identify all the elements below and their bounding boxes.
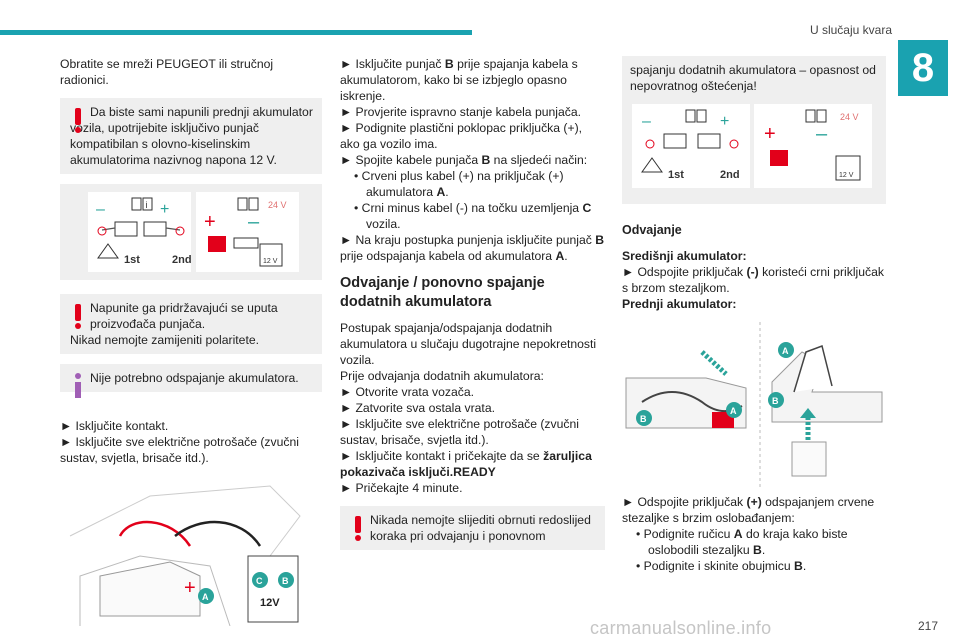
charger-voltage: 12V [260, 597, 280, 609]
minus-sign-teal-2: – [816, 123, 828, 145]
label-c-circle [252, 572, 268, 588]
voltage-24-label-2: 24 V [840, 112, 859, 122]
warning-box-order: Nikada nemojte slijediti obrnuti redosli… [340, 506, 605, 550]
book-info-icon-4 [805, 109, 827, 123]
voltage-24-label: 24 V [268, 200, 287, 210]
first-label: 1st [124, 254, 140, 266]
warning-text-instructions: Napunite ga pridržavajući se uputa proiz… [90, 301, 278, 331]
warning-text-order: Nikada nemojte slijediti obrnuti redosli… [370, 513, 591, 543]
second-label: 2nd [172, 254, 192, 266]
page-number: 217 [917, 619, 938, 633]
step-open-driver-door: ► Otvorite vrata vozača. [340, 385, 474, 399]
warning-text-polarity: Nikad nemojte zamijeniti polaritete. [70, 333, 259, 347]
plus-sign-red-2: + [764, 123, 776, 145]
para-before-disconnect: Prije odvajanja dodatnih akumulatora: [340, 369, 544, 383]
charger-diagram-svg-2: – + 1st 2nd 24 V + – 12 V [632, 104, 872, 188]
step-consumers-off: ► Isključite sve električne potrošače (z… [60, 435, 299, 465]
warning-exclamation-icon [75, 108, 81, 133]
step-end-charging: ► Na kraju postupka punjenja isključite … [340, 233, 605, 263]
info-text: Nije potrebno odspajanje akumulatora. [90, 371, 299, 385]
chapter-number-badge: 8 [898, 40, 948, 96]
step-consumers-off-2: ► Isključite sve električne potrošače (z… [340, 417, 579, 447]
label-front-battery: Prednji akumulator: [622, 297, 737, 311]
para-aux-procedure: Postupak spajanja/odspajanja dodatnih ak… [340, 321, 597, 367]
second-label-2: 2nd [720, 169, 740, 181]
book-info-icon-3 [685, 109, 707, 123]
figure-charger-diagram-2: – + 1st 2nd 24 V + – 12 V [630, 100, 878, 196]
label-b: B [282, 576, 289, 586]
warning-text-continued: spajanju dodatnih akumulatora – opasnost… [630, 63, 876, 93]
substep-black-cable: • Crni minus kabel (-) na točku uzemljen… [354, 201, 592, 231]
red-clamp-icon [208, 236, 226, 252]
header-accent-bar [0, 30, 472, 35]
warning-text-charger: Da biste sami napunili prednji akumulato… [70, 105, 313, 167]
watermark: carmanualsonline.info [590, 618, 772, 638]
charger-box [247, 555, 299, 623]
warning-exclamation-icon [75, 304, 81, 329]
minus-sign: – [96, 201, 105, 218]
clamp-label-a: A [730, 406, 737, 416]
red-clamp-quick [712, 412, 734, 428]
plus-sign-photo: + [184, 577, 196, 599]
clamp-illustration-svg: B A A B [622, 322, 886, 488]
plus-sign-red: + [204, 211, 216, 233]
step-ignition-off: ► Isključite kontakt. [60, 419, 169, 433]
clamp-label-b-2: B [772, 396, 779, 406]
step-front-disconnect: ► Odspojite priključak (+) odspajanjem c… [622, 495, 875, 525]
clamp-label-a-2: A [782, 346, 789, 356]
column-middle: ► Isključite punjač B prije spajanja kab… [340, 56, 605, 560]
section-heading-aux-batteries: Odvajanje / ponovno spajanje dodatnih ak… [340, 275, 545, 310]
label-central-battery: Središnji akumulator: [622, 249, 747, 263]
red-clamp-icon-2 [770, 150, 788, 166]
plus-sign-3: + [720, 113, 729, 130]
warning-exclamation-icon [355, 516, 361, 541]
label-b-circle [278, 572, 294, 588]
info-icon [75, 373, 81, 398]
figure-charger-diagram: i – + 1st 2nd 24 V + – 12 V [60, 184, 322, 280]
voltage-12-label: 12 V [263, 258, 278, 265]
first-label-2: 1st [668, 169, 684, 181]
plus-sign: + [160, 201, 169, 218]
warning-box-continued: spajanju dodatnih akumulatora – opasnost… [622, 56, 886, 204]
intro-text: Obratite se mreži PEUGEOT ili stručnoj r… [60, 57, 274, 87]
step-close-doors: ► Zatvorite sva ostala vrata. [340, 401, 495, 415]
column-right: spajanju dodatnih akumulatora – opasnost… [622, 56, 886, 574]
book-info-icon: i [131, 197, 153, 211]
book-info-icon-2 [237, 197, 259, 211]
step-central-disconnect: ► Odspojite priključak (-) koristeći crn… [622, 265, 884, 295]
section-heading-disconnect: Odvajanje [622, 223, 682, 237]
minus-sign-teal: – [248, 211, 260, 233]
step-connect-cables: ► Spojite kabele punjača B na sljedeći n… [340, 153, 588, 167]
label-a: A [202, 592, 209, 602]
step-wait-ready: ► Isključite kontakt i pričekajte da se … [340, 449, 592, 479]
warning-box-charger: Da biste sami napunili prednji akumulato… [60, 98, 322, 174]
chapter-title: U slučaju kvara [809, 23, 892, 37]
column-left: Obratite se mreži PEUGEOT ili stručnoj r… [60, 56, 322, 627]
step-check-cables: ► Provjerite ispravno stanje kabela punj… [340, 105, 582, 119]
step-lift-cover: ► Podignite plastični poklopac priključk… [340, 121, 583, 151]
substep-red-cable: • Crveni plus kabel (+) na priključak (+… [354, 169, 564, 199]
minus-sign-3: – [642, 113, 651, 130]
warning-box-instructions: Napunite ga pridržavajući se uputa proiz… [60, 294, 322, 354]
clamp-label-b: B [640, 414, 647, 424]
substep-remove-clamp: • Podignite i skinite obujmicu B. [636, 559, 807, 573]
voltage-12-label-2: 12 V [839, 172, 854, 179]
figure-clamp-illustration: B A A B [622, 322, 886, 488]
arrow-up-left-icon [700, 350, 728, 376]
figure-battery-photo: + – 12V A C B [60, 476, 322, 627]
charger-icon-2 [835, 155, 861, 181]
charger-icon [259, 243, 283, 267]
battery-charger-illustration: + – 12V A C B [60, 476, 322, 627]
step-wait-minutes: ► Pričekajte 4 minute. [340, 481, 463, 495]
label-a-circle [198, 588, 214, 604]
svg-text:i: i [146, 200, 148, 210]
charger-diagram-svg: i – + 1st 2nd 24 V + – 12 V [60, 184, 322, 280]
substep-lift-handle: • Podignite ručicu A do kraja kako biste… [636, 527, 848, 557]
step-disconnect-charger: ► Isključite punjač B prije spajanja kab… [340, 57, 578, 103]
info-box-disconnect: Nije potrebno odspajanje akumulatora. [60, 364, 322, 398]
label-c: C [256, 576, 263, 586]
